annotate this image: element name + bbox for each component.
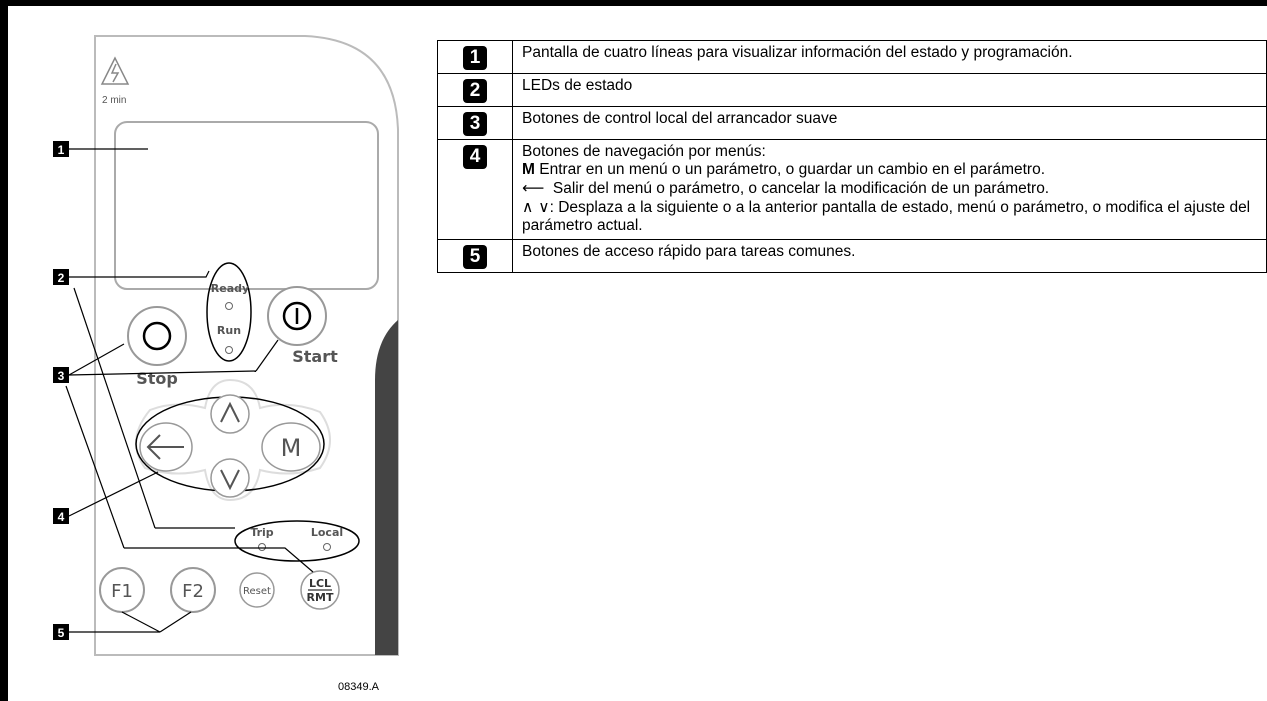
- row-description: Pantalla de cuatro líneas para visualiza…: [512, 40, 1267, 74]
- start-label: Start: [292, 347, 338, 366]
- callout-1: 1: [53, 141, 69, 157]
- callout-4: 4: [53, 508, 69, 524]
- up-button[interactable]: [210, 394, 250, 434]
- callout-5: 5: [53, 624, 69, 640]
- menu-m-button[interactable]: [261, 422, 321, 472]
- back-arrow-icon: [146, 434, 184, 460]
- status-leds-ellipse: [206, 262, 252, 362]
- table-row: 5 Botones de acceso rápido para tareas c…: [437, 239, 1267, 273]
- stop-icon: [142, 321, 172, 351]
- trip-led: [258, 543, 266, 551]
- stop-label: Stop: [136, 369, 178, 388]
- row-number-badge: 3: [463, 112, 487, 136]
- up-arrow-icon: [220, 401, 240, 423]
- svg-text:1: 1: [58, 143, 65, 157]
- back-arrow-icon: ⟵: [522, 179, 545, 197]
- ready-led: [225, 302, 233, 310]
- start-icon: [282, 301, 312, 331]
- table-row: 3 Botones de control local del arrancado…: [437, 106, 1267, 140]
- rmt-label: RMT: [307, 591, 334, 604]
- local-led: [323, 543, 331, 551]
- row-description: Botones de acceso rápido para tareas com…: [512, 239, 1267, 273]
- down-arrow-icon: [220, 469, 240, 491]
- f2-label: F2: [182, 581, 204, 602]
- m-key-label: M: [522, 161, 535, 178]
- lcd-display: [114, 121, 379, 290]
- row-number-badge: 4: [463, 145, 487, 169]
- leader-lines: [65, 148, 314, 633]
- stop-button[interactable]: [127, 306, 187, 366]
- description-table: 1 Pantalla de cuatro líneas para visuali…: [437, 40, 1267, 273]
- reset-label: Reset: [243, 586, 271, 597]
- lcl-label: LCL: [309, 577, 331, 590]
- page-left-border: [0, 0, 8, 701]
- trip-label: Trip: [250, 526, 273, 539]
- trip-local-ellipse: [234, 520, 360, 562]
- keypad-side-bar: [375, 320, 398, 655]
- f1-label: F1: [111, 581, 133, 602]
- svg-text:3: 3: [58, 369, 65, 383]
- warning-time: 2 min: [102, 95, 126, 106]
- row-description: Botones de control local del arrancador …: [512, 106, 1267, 140]
- row-description: Botones de navegación por menús: M Entra…: [512, 139, 1267, 240]
- svg-text:4: 4: [58, 510, 65, 524]
- local-label: Local: [311, 526, 343, 539]
- row-description: LEDs de estado: [512, 73, 1267, 107]
- ready-label: Ready: [211, 282, 249, 295]
- callout-2: 2: [53, 269, 69, 285]
- nav-updown-description: ∧ ∨: Desplaza a la siguiente o a la ante…: [522, 198, 1251, 234]
- nav-buttons-title: Botones de navegación por menús:: [522, 143, 766, 160]
- table-row: 1 Pantalla de cuatro líneas para visuali…: [437, 40, 1267, 74]
- keypad-figure: 2 min Stop Start Ready Run M Trip Local …: [53, 35, 399, 656]
- down-button[interactable]: [210, 458, 250, 498]
- warning-icon: [100, 56, 130, 85]
- run-label: Run: [217, 324, 241, 337]
- table-row: 4 Botones de navegación por menús: M Ent…: [437, 139, 1267, 240]
- callout-3: 3: [53, 367, 69, 383]
- page-top-border: [0, 0, 1267, 6]
- f2-button[interactable]: [170, 567, 216, 613]
- figure-caption: 08349.A: [338, 681, 379, 693]
- up-down-arrows-icon: ∧ ∨: [522, 198, 550, 216]
- row-number-badge: 1: [463, 46, 487, 70]
- menu-m-label: M: [281, 434, 302, 462]
- table-row: 2 LEDs de estado: [437, 73, 1267, 107]
- svg-text:2: 2: [58, 271, 65, 285]
- row-number-badge: 2: [463, 79, 487, 103]
- reset-button[interactable]: [239, 572, 275, 608]
- svg-text:5: 5: [58, 626, 65, 640]
- nav-back-description: ⟵ Salir del menú o parámetro, o cancelar…: [522, 179, 1050, 197]
- row-number-badge: 5: [463, 245, 487, 269]
- nav-m-description: M Entrar en un menú o un parámetro, o gu…: [522, 161, 1045, 178]
- run-led: [225, 346, 233, 354]
